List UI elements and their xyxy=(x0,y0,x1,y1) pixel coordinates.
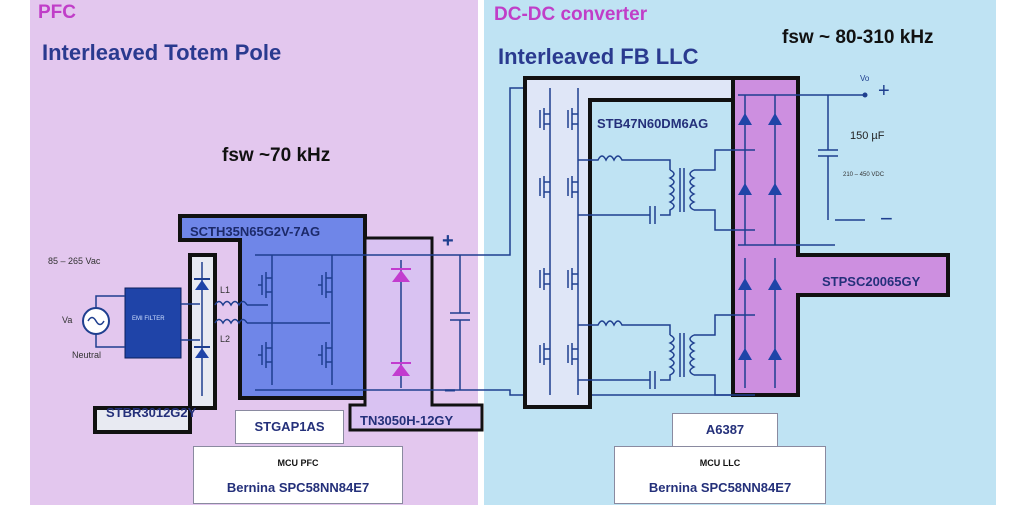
emi-filter xyxy=(124,287,182,359)
driver-box: STGAP1AS xyxy=(235,410,344,444)
inductor-l1-label: L1 xyxy=(220,285,231,295)
pfc-plus-label: + xyxy=(442,230,454,252)
output-cap-value: 150 µF xyxy=(850,130,885,142)
rectifier-part-label: STBR3012G2Y xyxy=(106,405,197,420)
inductor-l2-label: L2 xyxy=(220,334,231,344)
input-range-label: 85 – 265 Vac xyxy=(48,256,101,266)
dcdc-fsw-label: fsw ~ 80-310 kHz xyxy=(782,27,934,48)
mcu-pfc-part: Bernina SPC58NN84E7 xyxy=(226,480,370,495)
neutral-label: Neutral xyxy=(72,350,102,360)
mcu-pfc-box: MCU PFC Bernina SPC58NN84E7 xyxy=(193,446,403,504)
dcdc-minus-label: − xyxy=(880,206,893,231)
mcu-pfc-title: MCU PFC xyxy=(277,458,319,468)
controller-part-label: A6387 xyxy=(705,422,745,437)
pfc-fsw-label: fsw ~70 kHz xyxy=(222,145,331,166)
dcdc-mosfet-part-label: STB47N60DM6AG xyxy=(597,116,709,131)
dcdc-diode-part-label: STPSC20065GY xyxy=(822,274,921,289)
controller-box: A6387 xyxy=(672,413,778,447)
pfc-minus-label: − xyxy=(444,380,456,402)
dcdc-topology-title: Interleaved FB LLC xyxy=(498,44,699,69)
thyristor-block xyxy=(348,236,484,432)
mcu-llc-box: MCU LLC Bernina SPC58NN84E7 xyxy=(614,446,826,504)
mcu-llc-title: MCU LLC xyxy=(699,458,741,468)
source-label: Va xyxy=(62,315,73,325)
pfc-section-title: PFC xyxy=(38,2,76,23)
vo-label: Vo xyxy=(860,74,870,83)
thyristor-part-label: TN3050H-12GY xyxy=(360,413,454,428)
output-voltage-range: 210 – 450 VDC xyxy=(843,172,885,178)
dcdc-diode-block xyxy=(731,76,950,397)
pfc-mosfet-part-label: SCTH35N65G2V-7AG xyxy=(190,224,321,239)
emi-filter-label: EMI FILTER xyxy=(132,316,165,322)
driver-part-label: STGAP1AS xyxy=(254,419,325,434)
dcdc-plus-label: + xyxy=(878,80,890,102)
dcdc-section-title: DC-DC converter xyxy=(494,4,648,25)
mcu-llc-part: Bernina SPC58NN84E7 xyxy=(648,480,792,495)
rectifier-block xyxy=(93,253,217,434)
pfc-topology-title: Interleaved Totem Pole xyxy=(42,40,282,65)
